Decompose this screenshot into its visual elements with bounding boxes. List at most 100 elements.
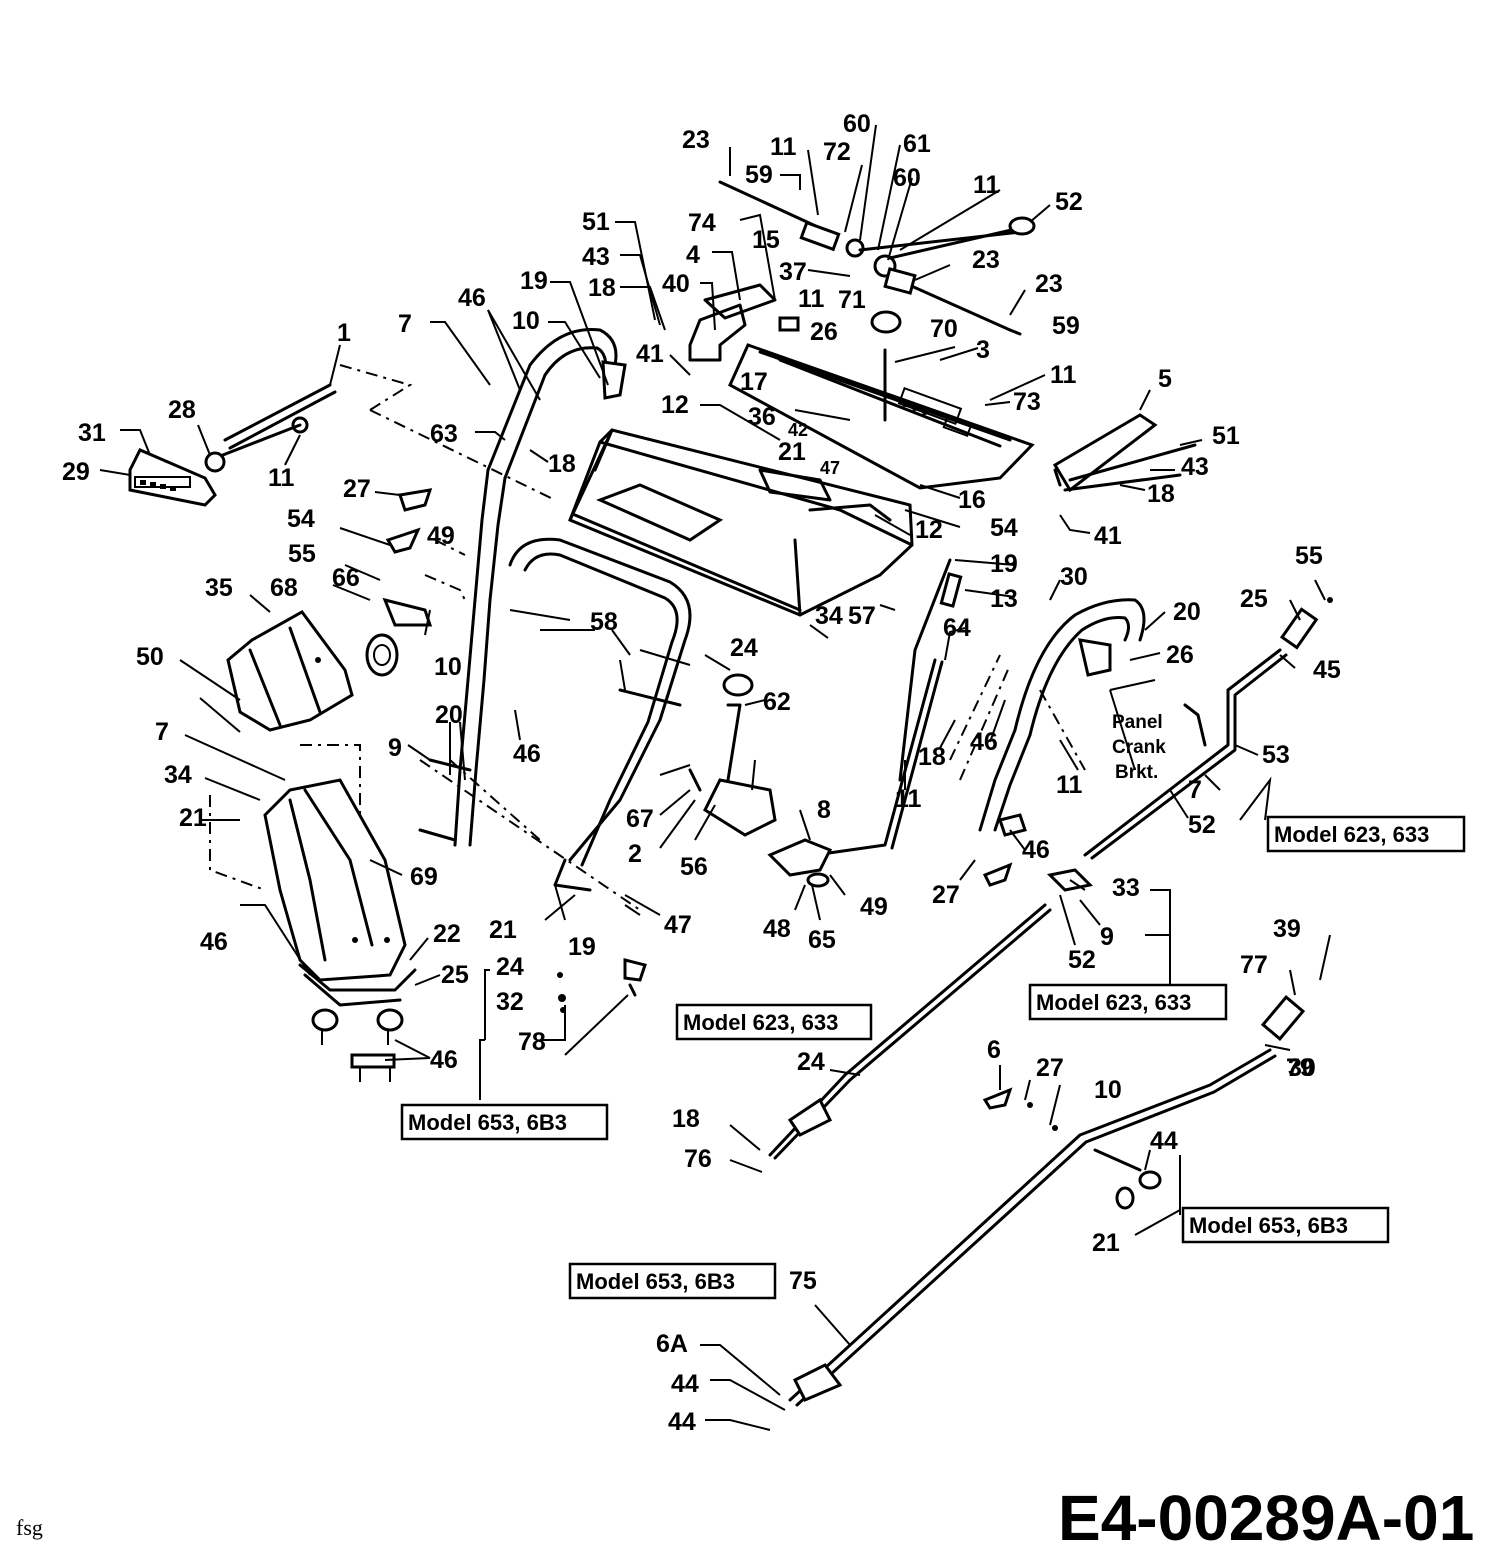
callout-26: 26 <box>1166 641 1194 669</box>
callout-72: 72 <box>823 138 851 166</box>
corner-mark: fsg <box>16 1515 43 1540</box>
callout-63: 63 <box>430 420 458 448</box>
callout-7: 7 <box>1188 776 1202 804</box>
callout-52: 52 <box>1068 946 1096 974</box>
callout-11: 11 <box>1056 771 1083 799</box>
model-box-label: Model 623, 633 <box>1274 822 1429 847</box>
callout-30: 30 <box>1060 563 1088 591</box>
model-box: Model 623, 633 <box>1266 815 1466 853</box>
callout-66: 66 <box>332 564 360 592</box>
callout-11: 11 <box>798 285 825 313</box>
model-box-frame <box>675 1003 873 1041</box>
callout-32: 32 <box>496 988 524 1016</box>
callout-56: 56 <box>680 853 708 881</box>
small-parts-39 <box>557 958 647 1056</box>
callout-37: 37 <box>779 258 807 286</box>
callout-49: 49 <box>860 893 888 921</box>
callout-46: 46 <box>970 728 998 756</box>
model-box: Model 653, 6B3 <box>1181 1206 1390 1244</box>
callout-11: 11 <box>770 133 797 161</box>
callout-77: 77 <box>1240 951 1268 979</box>
callout-54: 54 <box>990 514 1018 542</box>
panel-label-line-2: Crank <box>1112 737 1166 758</box>
callout-64: 64 <box>943 614 971 642</box>
callout-52: 52 <box>1188 811 1216 839</box>
panel-label-line-1: Panel <box>1112 712 1163 733</box>
callout-18: 18 <box>672 1105 700 1133</box>
callout-21: 21 <box>489 916 517 944</box>
callout-11: 11 <box>1050 361 1077 389</box>
callout-10: 10 <box>512 307 540 335</box>
shaft-6a <box>788 995 1306 1407</box>
callout-2: 2 <box>628 840 642 868</box>
left-small-parts <box>365 488 466 677</box>
callout-22: 22 <box>433 920 461 948</box>
callout-44: 44 <box>1150 1127 1178 1155</box>
callout-6a: 6A <box>656 1330 688 1358</box>
callout-51: 51 <box>582 208 610 236</box>
callout-19: 19 <box>568 933 596 961</box>
callout-18: 18 <box>548 450 576 478</box>
callout-16: 16 <box>958 486 986 514</box>
callout-23: 23 <box>682 126 710 154</box>
auger-housing <box>568 428 914 617</box>
callout-60: 60 <box>893 164 921 192</box>
callout-23: 23 <box>1035 270 1063 298</box>
callout-25: 25 <box>1240 585 1268 613</box>
model-box-frame <box>1266 815 1466 853</box>
callout-43: 43 <box>1181 453 1209 481</box>
callout-9: 9 <box>1100 923 1114 951</box>
callout-17: 17 <box>740 368 768 396</box>
model-box-frame <box>400 1103 609 1141</box>
callout-26: 26 <box>810 318 838 346</box>
callout-57: 57 <box>848 602 876 630</box>
callout-7: 7 <box>398 310 412 338</box>
callout-11: 11 <box>973 171 1000 199</box>
callout-50: 50 <box>136 643 164 671</box>
callout-46: 46 <box>200 928 228 956</box>
callout-55: 55 <box>288 540 316 568</box>
model-box-label: Model 653, 6B3 <box>408 1110 567 1135</box>
callout-74: 74 <box>688 209 716 237</box>
callout-40: 40 <box>662 270 690 298</box>
callout-21: 21 <box>179 804 207 832</box>
callout-20: 20 <box>1173 598 1201 626</box>
callout-79: 79 <box>1286 1054 1314 1082</box>
shaft-6 <box>768 868 1094 1160</box>
callout-55: 55 <box>1295 542 1323 570</box>
callout-58: 58 <box>590 608 618 636</box>
callout-46: 46 <box>513 740 541 768</box>
callout-61: 61 <box>903 130 931 158</box>
callout-10: 10 <box>1094 1076 1122 1104</box>
callout-13: 13 <box>990 585 1018 613</box>
callout-31: 31 <box>78 419 106 447</box>
callout-59: 59 <box>1052 312 1080 340</box>
callout-69: 69 <box>410 863 438 891</box>
callout-3: 3 <box>976 336 990 364</box>
callout-33: 33 <box>1112 874 1140 902</box>
rod-623 <box>1083 597 1333 860</box>
callout-42: 42 <box>788 420 808 440</box>
callout-8: 8 <box>817 796 831 824</box>
callout-45: 45 <box>1313 656 1341 684</box>
callout-65: 65 <box>808 926 836 954</box>
model-box-frame <box>568 1262 777 1300</box>
model-box: Model 653, 6B3 <box>400 1103 609 1141</box>
callout-70: 70 <box>930 315 958 343</box>
center-control-rod <box>767 558 963 888</box>
callout-27: 27 <box>932 881 960 909</box>
chute-crank-left <box>128 383 337 507</box>
callout-73: 73 <box>1013 388 1041 416</box>
callout-76: 76 <box>684 1145 712 1173</box>
callout-78: 78 <box>518 1028 546 1056</box>
callout-75: 75 <box>789 1267 817 1295</box>
upper-handle-right <box>949 598 1146 887</box>
callout-52: 52 <box>1055 188 1083 216</box>
callout-30: 30 <box>1288 1054 1316 1082</box>
callout-27: 27 <box>343 475 371 503</box>
drawing-number: E4-00289A-01 <box>1058 1482 1474 1554</box>
callout-28: 28 <box>168 396 196 424</box>
callout-15: 15 <box>752 226 780 254</box>
